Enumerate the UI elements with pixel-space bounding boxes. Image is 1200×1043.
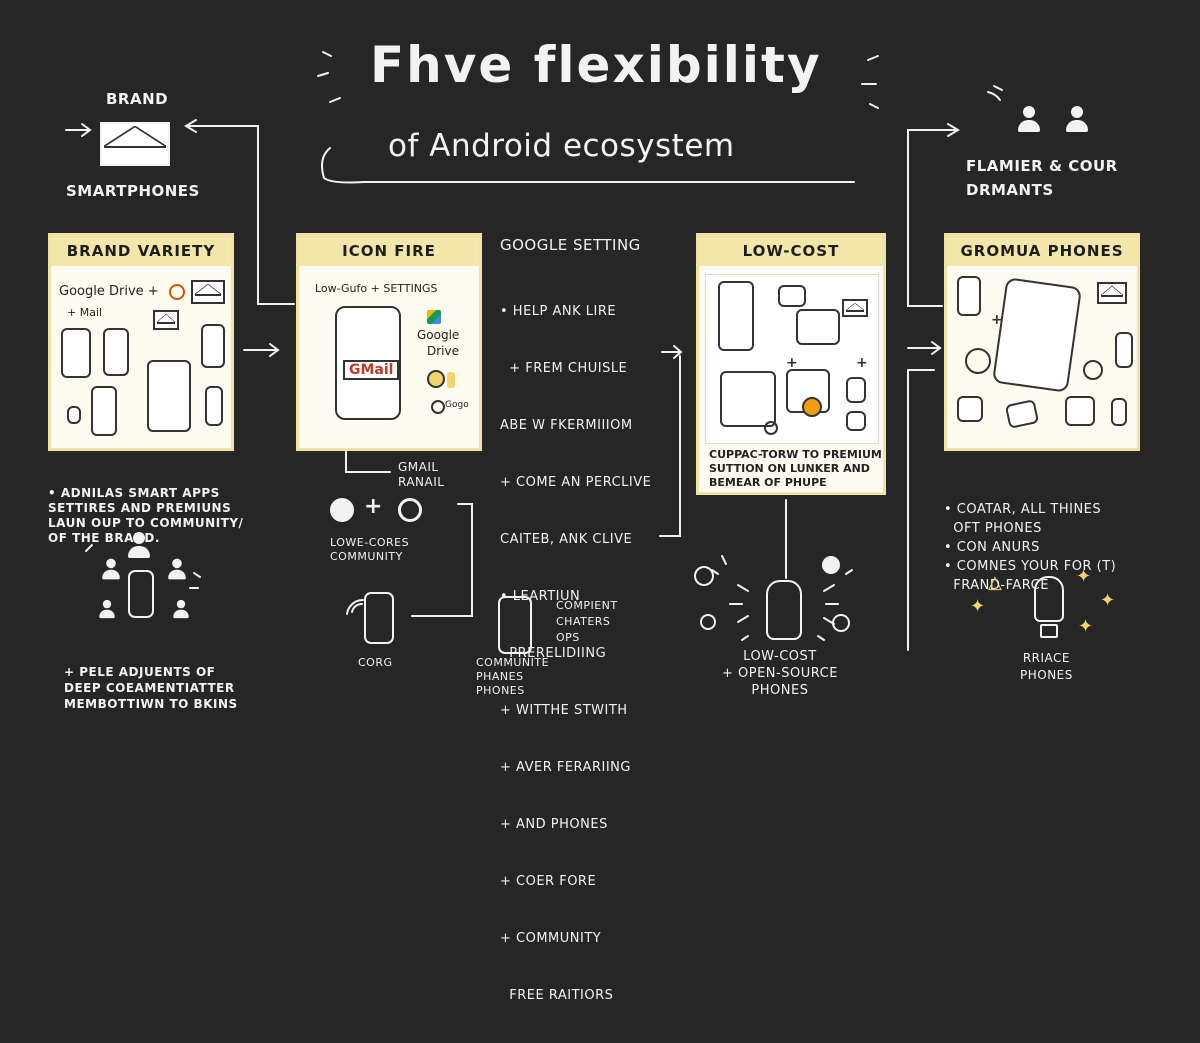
circle-icon <box>832 614 850 632</box>
google-drive-label: Google Drive + <box>59 284 159 299</box>
phone-icon <box>364 592 394 644</box>
card-heading: ICON FIRE <box>299 236 479 266</box>
phone-icon <box>205 386 223 426</box>
timer-icon <box>427 370 445 388</box>
lightbulb-icon <box>1034 576 1064 622</box>
avatar <box>965 348 991 374</box>
corg-label: CORG <box>358 656 393 669</box>
plus-icon: + <box>856 355 868 371</box>
google-drive-icon <box>169 284 185 300</box>
envelope-icon <box>191 280 225 304</box>
plus-icon: + <box>991 312 1003 328</box>
envelope-icon <box>1097 282 1127 304</box>
phone-icon <box>128 570 154 618</box>
tablet-icon <box>147 360 191 432</box>
tablet-icon <box>778 285 806 307</box>
tablet-icon <box>1004 399 1040 429</box>
google-setting-heading: GOOGLE SETTING <box>500 236 641 254</box>
phone-icon <box>1111 398 1127 426</box>
sparkle-icon: ✦ <box>1078 616 1094 637</box>
envelope-icon <box>100 122 170 166</box>
sparkle-icon: ✦ <box>1076 566 1092 587</box>
tablet-icon <box>1065 396 1095 426</box>
people-icon <box>431 400 445 414</box>
phone-icon <box>766 580 802 640</box>
card-heading: BRAND VARIETY <box>51 236 231 266</box>
tablet-icon <box>720 371 776 427</box>
timer-icon <box>694 566 714 586</box>
people-icon <box>168 558 186 580</box>
tablet-icon <box>846 411 866 431</box>
main-title: Fhve flexibility <box>370 36 822 94</box>
phone-icon <box>1115 332 1133 368</box>
mail-label: + Mail <box>67 306 103 319</box>
subtitle: of Android ecosystem <box>388 128 735 164</box>
sparkle-icon: △ <box>988 572 1002 593</box>
envelope-icon <box>153 310 179 330</box>
sparkle-icon: ✦ <box>970 596 986 617</box>
gromua-phones-card: GROMUA PHONES + <box>944 233 1140 451</box>
phone-icon <box>103 328 129 376</box>
brand-label: BRAND <box>106 90 169 108</box>
icon-fire-card: ICON FIRE Low-Gufo + SETTINGS GMail Goog… <box>296 233 482 451</box>
phone-icon <box>201 324 225 368</box>
card-heading: LOW-COST <box>699 236 883 266</box>
people-icon <box>173 599 189 619</box>
tablet-icon <box>796 309 840 345</box>
phone-icon <box>846 377 866 403</box>
brand-variety-card: BRAND VARIETY Google Drive + + Mail <box>48 233 234 451</box>
phone-icon <box>61 328 91 378</box>
thumbs-up-icon <box>447 372 455 388</box>
drive-label: Drive <box>427 344 459 358</box>
smartphones-label: SMARTPHONES <box>66 182 200 200</box>
people-icon <box>128 532 150 558</box>
gear-icon <box>802 397 822 417</box>
gogo-label: Gogo <box>445 400 469 410</box>
tablet-icon <box>957 396 983 422</box>
google-drive-icon <box>427 310 441 324</box>
card-heading: GROMUA PHONES <box>947 236 1137 266</box>
phone-icon <box>91 386 117 436</box>
infographic-canvas: Fhve flexibility of Android ecosystem BR… <box>0 0 1200 720</box>
people-icon <box>99 599 115 619</box>
plus-icon: + <box>786 355 798 371</box>
phone-icon <box>67 406 81 424</box>
google-label: Google <box>417 328 460 342</box>
people-icon <box>102 558 120 580</box>
gear-icon <box>822 556 840 574</box>
sparkle-icon: ✦ <box>1100 590 1116 611</box>
plus-icon: + <box>364 494 383 519</box>
people-icon <box>1066 106 1088 132</box>
people-icon <box>1083 360 1103 380</box>
thumbs-up-icon <box>700 614 716 630</box>
phone-icon <box>957 276 981 316</box>
thumbs-up-icon <box>398 498 422 522</box>
circle-icon <box>764 421 778 435</box>
settings-label: Low-Gufo + SETTINGS <box>315 282 438 295</box>
envelope-icon <box>842 299 868 317</box>
phone-icon <box>498 596 532 654</box>
gmail-icon: GMail <box>343 360 400 380</box>
phone-icon <box>718 281 754 351</box>
low-cost-inner-panel: + + <box>705 274 879 444</box>
people-icon <box>1018 106 1040 132</box>
lightbulb-base <box>1040 624 1058 638</box>
phone-icon <box>991 277 1083 393</box>
timer-icon <box>330 498 354 522</box>
connector-lines <box>65 51 1003 651</box>
right-notes: • COATAR, ALL THINES OFT PHONES• CON ANU… <box>944 502 1117 593</box>
